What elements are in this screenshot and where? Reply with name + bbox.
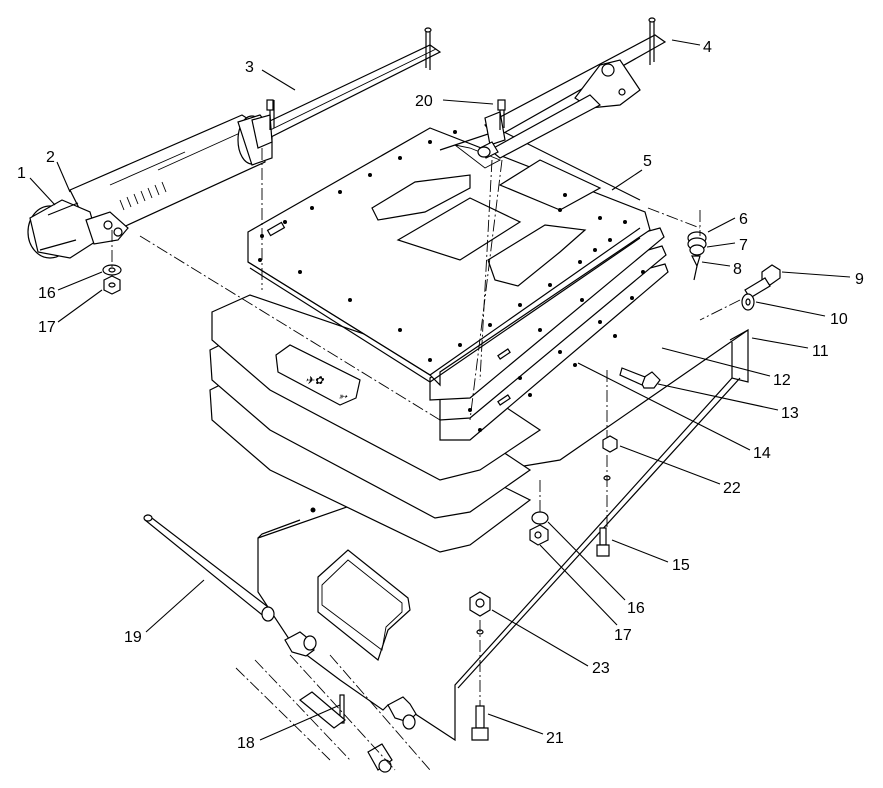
decal-symbol: ✈✿ [305,375,324,387]
centerlines [111,148,741,771]
callout-20: 20 [415,93,433,110]
callout-1: 1 [17,165,26,182]
callout-5: 5 [643,153,652,170]
hardware [102,231,781,773]
callout-7: 7 [739,237,748,254]
callout-4: 4 [703,39,712,56]
callout-8: 8 [733,261,742,278]
callout-17-left: 17 [38,319,56,336]
adjuster-arm-3 [251,27,442,149]
spring-tube-assembly [27,114,273,259]
callout-15: 15 [672,557,690,574]
callout-19: 19 [124,629,142,646]
callout-16-right: 16 [627,600,645,617]
adjuster-arm-4 [477,17,667,159]
callout-2: 2 [46,149,55,166]
callout-22: 22 [723,480,741,497]
callout-18: 18 [237,735,255,752]
callout-12: 12 [773,372,791,389]
rail-plates-14 [429,227,669,441]
leader-lines [29,39,851,741]
callout-21: 21 [546,730,564,747]
callout-16-left: 16 [38,285,56,302]
callout-11: 11 [812,343,829,360]
seat-plate-5 [247,127,651,387]
callout-labels: 1 2 3 4 5 6 7 8 9 10 11 12 13 14 15 16 1… [17,39,864,752]
callout-14: 14 [753,445,771,462]
support-plate-11 [257,328,749,742]
callout-3: 3 [245,59,254,76]
callout-9: 9 [855,271,864,288]
callout-6: 6 [739,211,748,228]
callout-23: 23 [592,660,610,677]
decal-symbol-2: ➳ [338,391,348,403]
callout-17-right: 17 [614,627,632,644]
callout-10: 10 [830,311,848,328]
callout-13: 13 [781,405,799,422]
